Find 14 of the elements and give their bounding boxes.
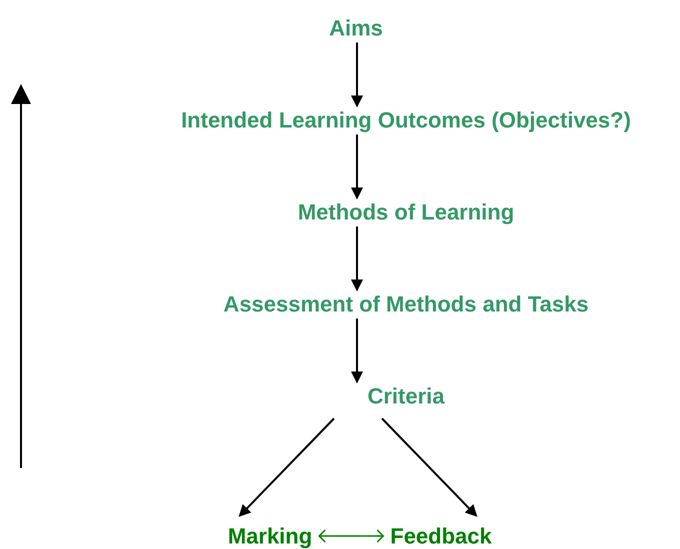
arrow [238, 418, 335, 517]
step-label: Feedback [390, 524, 492, 548]
arrow [351, 226, 363, 292]
arrow [318, 529, 384, 543]
step-label: Marking [228, 524, 312, 548]
step-label: Criteria [367, 384, 445, 408]
arrow [351, 42, 363, 108]
step-label: Assessment of Methods and Tasks [223, 292, 589, 316]
step-label: Methods of Learning [298, 200, 514, 224]
arrow [351, 134, 363, 200]
step-label: Intended Learning Outcomes (Objectives?) [181, 108, 631, 132]
step-label: Aims [329, 16, 383, 40]
arrow [381, 418, 478, 517]
arrow [351, 318, 363, 384]
